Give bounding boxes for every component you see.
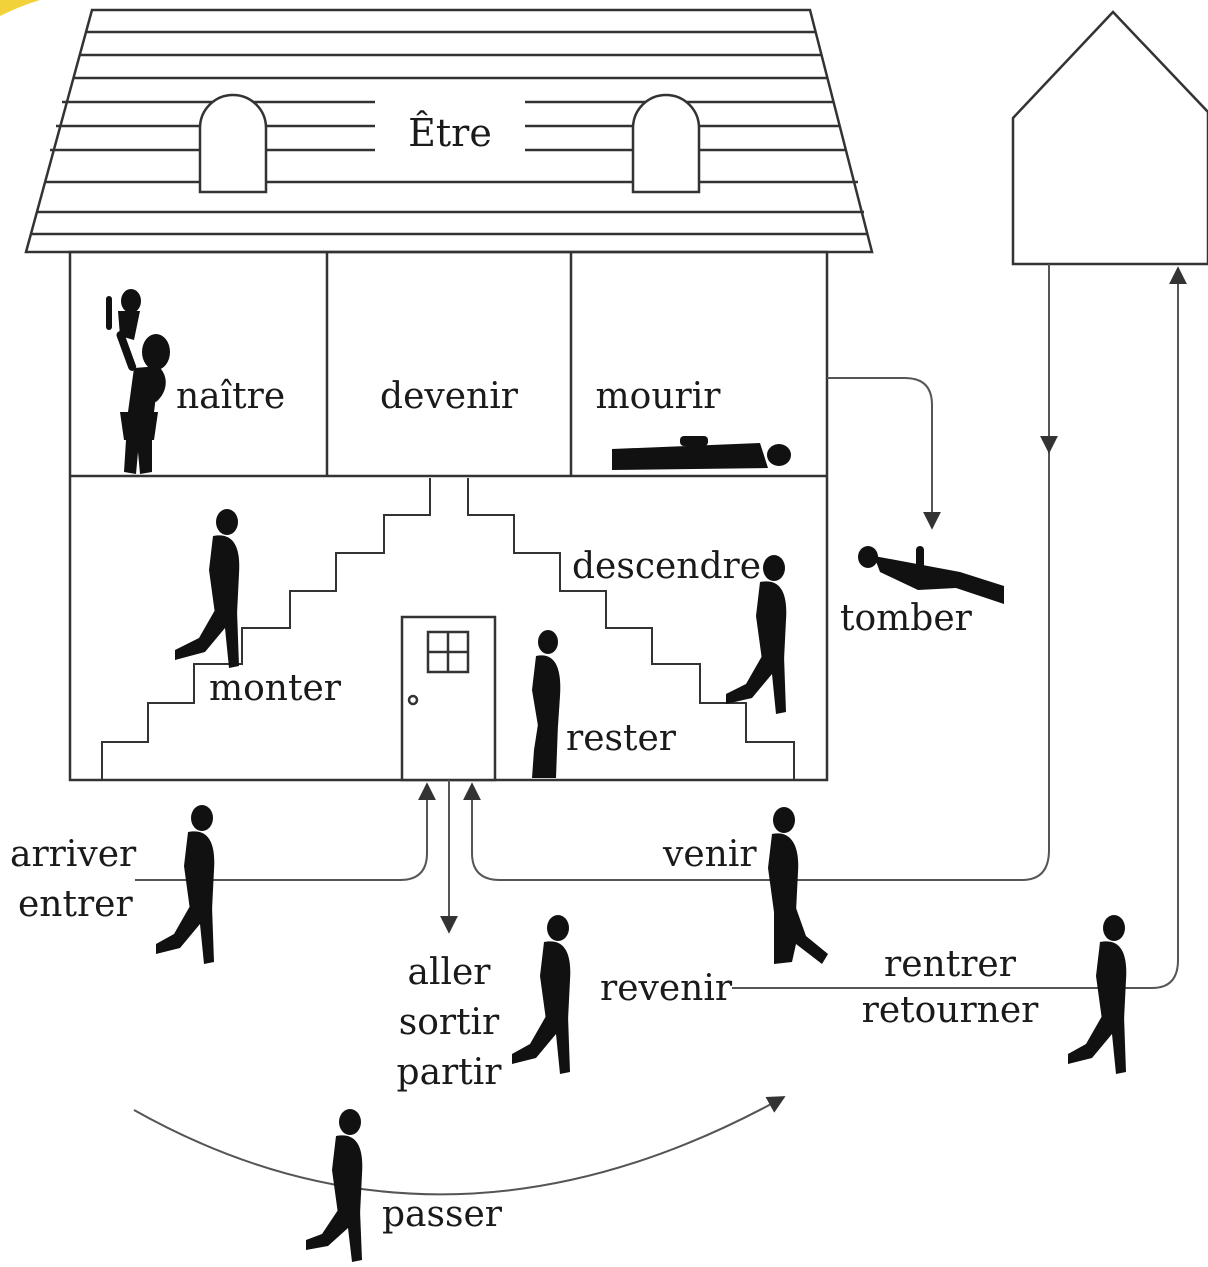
label-monter: monter (209, 668, 342, 709)
staircase-right (467, 478, 795, 780)
arrow-passer (133, 1096, 786, 1196)
walker-passer (306, 1109, 363, 1262)
label-tomber: tomber (840, 598, 973, 639)
arrow-arriver-entrer (135, 782, 436, 881)
label-mourir: mourir (596, 376, 722, 417)
dormer-window-right (631, 93, 701, 194)
arrow-revenir-rentrer (732, 266, 1187, 989)
walker-monter (175, 509, 240, 668)
label-aller: aller (407, 952, 491, 993)
walker-arriver (156, 805, 215, 964)
label-venir: venir (662, 834, 757, 875)
house-title: Être (408, 111, 492, 155)
label-descendre: descendre (572, 546, 761, 587)
label-naitre: naître (176, 376, 285, 417)
label-revenir: revenir (600, 968, 733, 1009)
walker-descendre (726, 555, 787, 714)
lying-figure (612, 436, 791, 470)
label-retourner: retourner (862, 990, 1040, 1031)
arrow-mourir-tomber (827, 377, 941, 530)
label-rentrer: rentrer (884, 944, 1017, 985)
corner-accent (0, 0, 40, 16)
label-devenir: devenir (380, 376, 519, 417)
label-arriver: arriver (10, 834, 137, 875)
label-partir: partir (397, 1052, 503, 1093)
label-rester: rester (566, 718, 677, 759)
front-door (400, 615, 497, 782)
walker-aller (512, 915, 571, 1074)
small-house (1011, 10, 1208, 266)
arrow-venir (463, 264, 1050, 881)
dormer-window-left (198, 93, 268, 194)
mother-baby-figure (106, 289, 170, 474)
label-entrer: entrer (18, 884, 133, 925)
label-sortir: sortir (399, 1002, 500, 1043)
label-passer: passer (382, 1194, 503, 1235)
standing-rester (532, 630, 561, 778)
walker-rentrer (1068, 915, 1127, 1074)
falling-figure (858, 546, 1004, 604)
staircase-left (101, 478, 431, 780)
walker-venir (768, 807, 828, 964)
